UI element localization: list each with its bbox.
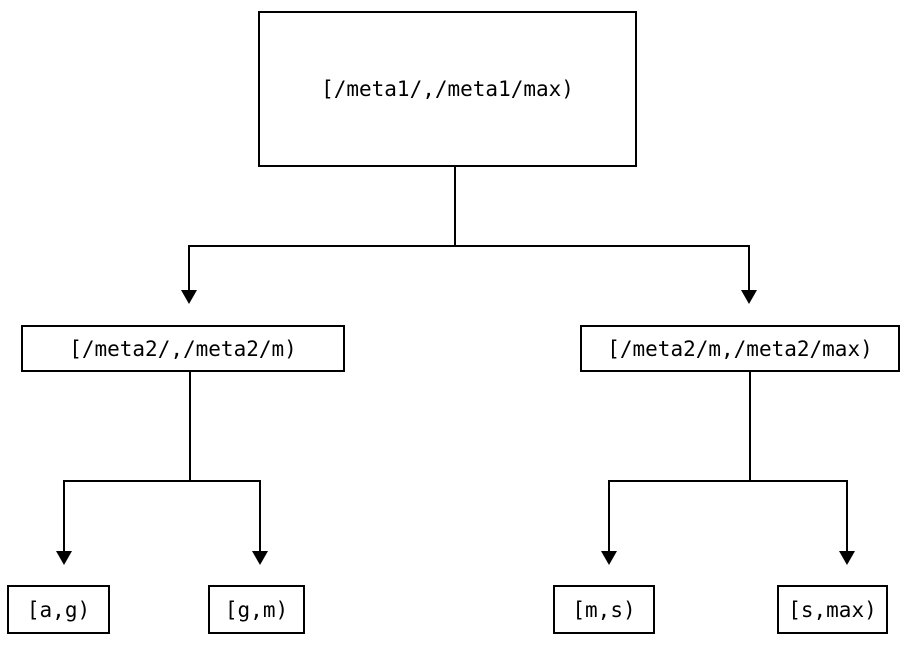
node-mid-left-label: [/meta2/,/meta2/m) (69, 336, 297, 361)
edge-mid-right-to-leaf-4 (846, 480, 848, 553)
node-leaf-4[interactable]: [s,max) (777, 585, 888, 634)
node-leaf-4-label: [s,max) (788, 597, 877, 622)
arrowhead-leaf-1-icon (56, 551, 72, 565)
node-leaf-2-label: [g,m) (224, 597, 289, 622)
node-mid-right-label: [/meta2/m,/meta2/max) (607, 336, 873, 361)
node-root-label: [/meta1/,/meta1/max) (321, 77, 574, 101)
node-leaf-3[interactable]: [m,s) (553, 585, 655, 634)
arrowhead-leaf-2-icon (252, 551, 268, 565)
edge-mid-right-stem (749, 372, 751, 481)
arrowhead-mid-left-icon (181, 290, 197, 304)
edge-mid-left-stem (189, 372, 191, 481)
arrowhead-leaf-3-icon (601, 551, 617, 565)
edge-root-to-mid-left (188, 245, 190, 293)
node-mid-left[interactable]: [/meta2/,/meta2/m) (21, 325, 345, 372)
edge-mid-right-bar (608, 480, 848, 482)
arrowhead-leaf-4-icon (839, 551, 855, 565)
node-leaf-3-label: [m,s) (572, 597, 636, 622)
edge-mid-left-bar (63, 480, 261, 482)
node-leaf-1[interactable]: [a,g) (7, 585, 110, 634)
edge-mid-left-to-leaf-2 (259, 480, 261, 553)
node-leaf-2[interactable]: [g,m) (208, 585, 305, 634)
node-leaf-1-label: [a,g) (26, 597, 91, 622)
node-root[interactable]: [/meta1/,/meta1/max) (258, 11, 637, 167)
arrowhead-mid-right-icon (741, 290, 757, 304)
edge-mid-left-to-leaf-1 (63, 480, 65, 553)
edge-root-to-mid-right (748, 245, 750, 293)
edge-root-bar (188, 245, 750, 247)
node-mid-right[interactable]: [/meta2/m,/meta2/max) (580, 325, 900, 372)
edge-root-stem (454, 167, 456, 247)
edge-mid-right-to-leaf-3 (608, 480, 610, 553)
